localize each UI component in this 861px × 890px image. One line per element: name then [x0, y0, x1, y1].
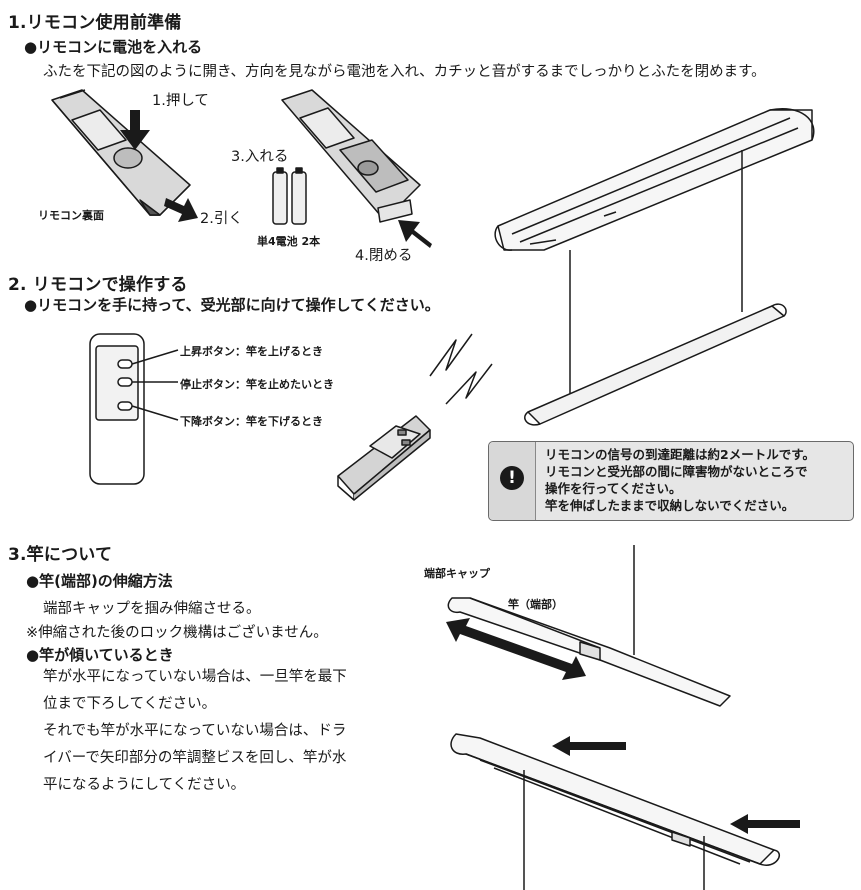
remote-back-illustration [51, 89, 191, 216]
label-end-cap: 端部キャップ [424, 567, 490, 580]
rod-end-illustration [447, 597, 731, 707]
notice-line: リモコンと受光部の間に障害物がないところで [545, 464, 808, 479]
tilt-line: 平になるようにしてください。 [43, 777, 246, 793]
notice-box: ! リモコンの信号の到達距離は約2メートルです。 リモコンと受光部の間に障害物が… [488, 441, 854, 521]
pull-arrow-icon [164, 198, 198, 222]
ceiling-unit-illustration [494, 108, 815, 426]
section2-subtitle: ●リモコンを手に持って、受光部に向けて操作してください。 [24, 296, 440, 314]
extend-arrow-icon [446, 618, 586, 680]
label-up-button: 上昇ボタン：竿を上げるとき [180, 345, 323, 358]
lower-rod-illustration [450, 733, 780, 890]
label-remote-back: リモコン裏面 [38, 209, 104, 222]
label-insert: 3.入れる [231, 149, 289, 165]
tilt-line: 竿が水平になっていない場合は、一旦竿を最下 [43, 669, 347, 685]
tilt-line: 位まで下ろしてください。 [43, 696, 217, 712]
screw-arrow-icon [552, 736, 626, 756]
close-arrow-icon [398, 220, 432, 248]
screw-arrow-icon [730, 814, 800, 834]
push-arrow-icon [120, 110, 150, 150]
label-pull: 2.引く [200, 211, 243, 227]
section1-title: 1.リモコン使用前準備 [8, 13, 182, 33]
label-rod-end: 竿（端部） [508, 598, 563, 611]
notice-line: リモコンの信号の到達距離は約2メートルです。 [545, 447, 815, 462]
label-down-button: 下降ボタン：竿を下げるとき [180, 415, 323, 428]
label-stop-button: 停止ボタン：竿を止めたいとき [180, 378, 334, 391]
section3-title: 3.竿について [8, 545, 113, 565]
remote-open-illustration [281, 89, 421, 223]
tilt-title: ●竿が傾いているとき [26, 646, 174, 664]
extend-text: 端部キャップを掴み伸縮させる。 [43, 601, 261, 617]
remote-angled-illustration [337, 415, 431, 501]
extend-title: ●竿(端部)の伸縮方法 [26, 572, 173, 590]
tilt-line: イバーで矢印部分の竿調整ビスを回し、竿が水 [43, 750, 347, 766]
notice-line: 操作を行ってください。 [545, 481, 682, 496]
section1-description: ふたを下記の図のように開き、方向を見ながら電池を入れ、カチッと音がするまでしっか… [43, 64, 766, 80]
tilt-text: 竿が水平になっていない場合は、一旦竿を最下 位まで下ろしてください。 それでも竿… [43, 664, 347, 799]
battery-illustration [272, 167, 307, 225]
notice-line: 竿を伸ばしたままで収納しないでください。 [545, 498, 795, 513]
section1-subtitle: ●リモコンに電池を入れる [24, 38, 203, 56]
section2-title: 2. リモコンで操作する [8, 275, 188, 295]
label-batteries: 単4電池 2本 [257, 235, 321, 248]
label-push: 1.押して [152, 93, 209, 109]
tilt-line: それでも竿が水平になっていない場合は、ドラ [43, 723, 347, 739]
label-close: 4.閉める [355, 248, 413, 264]
remote-front-illustration [89, 333, 179, 485]
exclamation-icon: ! [500, 466, 524, 490]
extend-note: ※伸縮された後のロック機構はございません。 [26, 625, 328, 641]
